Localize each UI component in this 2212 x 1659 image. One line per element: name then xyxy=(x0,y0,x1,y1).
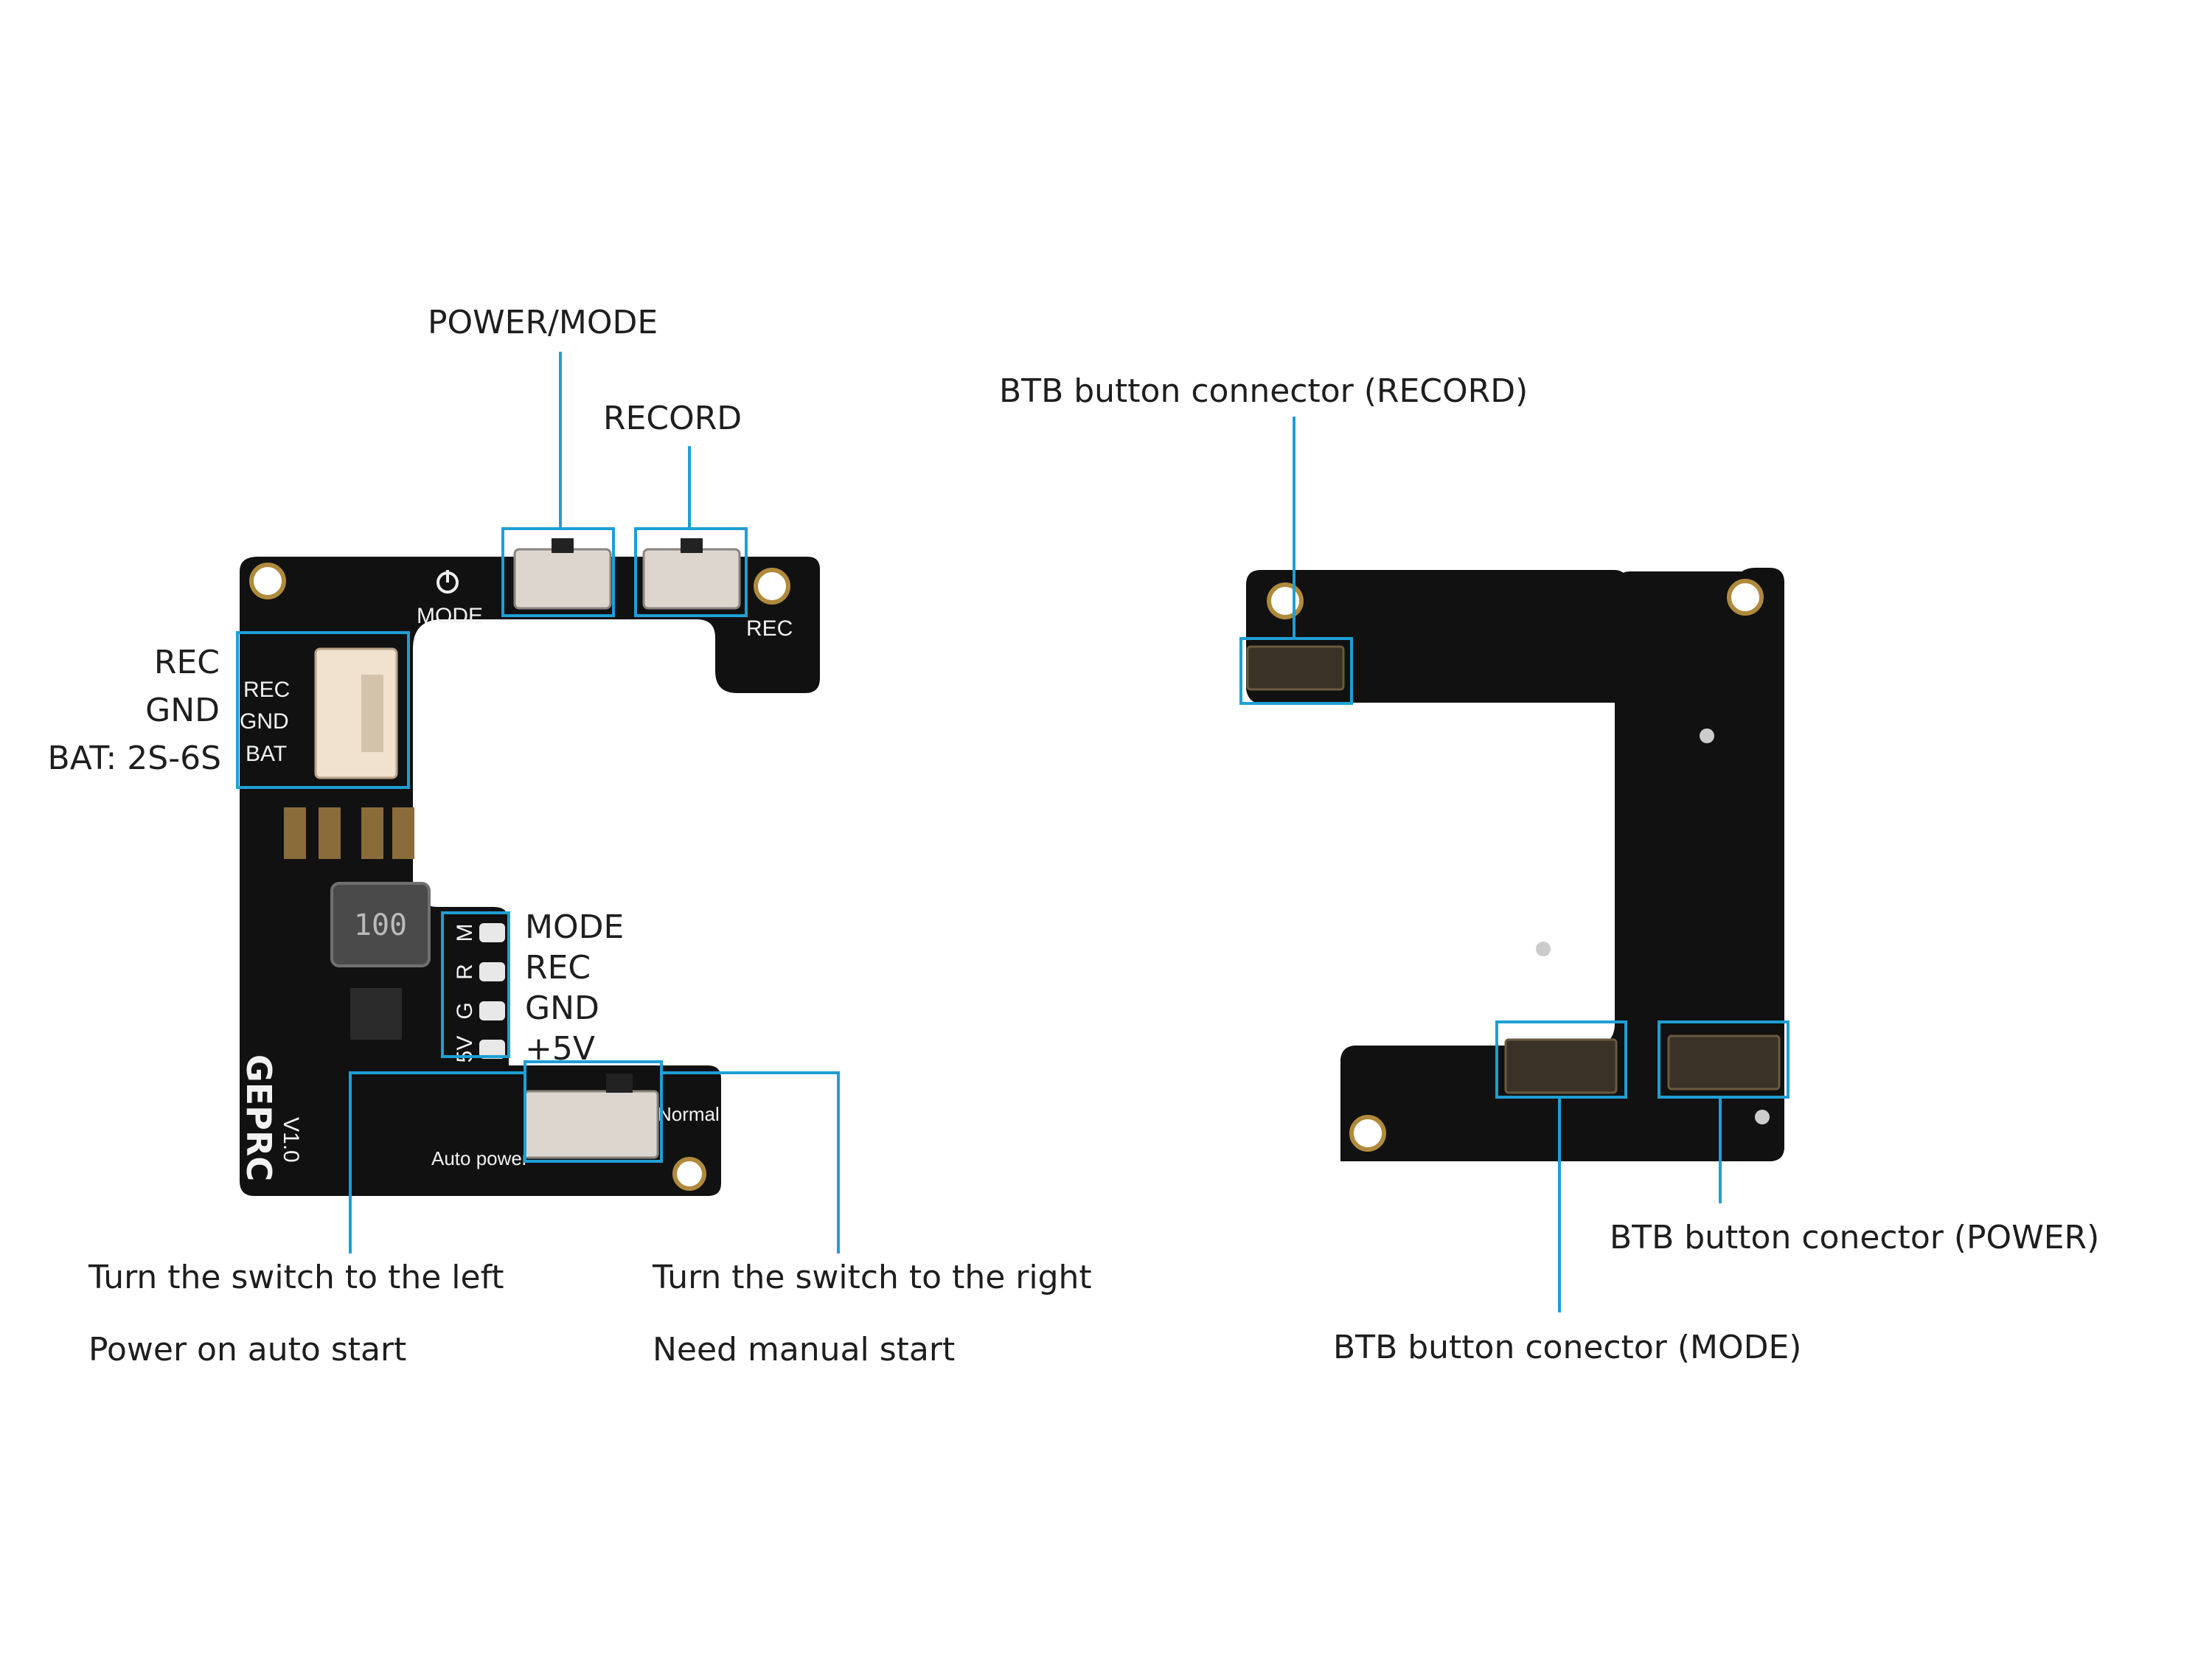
inductor-label: 100 xyxy=(354,908,407,942)
btb-power-connector xyxy=(1667,1034,1781,1091)
via xyxy=(1700,728,1714,743)
silk-pin-g: G xyxy=(453,1002,477,1019)
label-rec-pin: REC xyxy=(525,949,591,987)
ic-chip xyxy=(350,988,402,1040)
label-btb-record: BTB button connector (RECORD) xyxy=(999,372,1528,410)
pad-5v xyxy=(479,1040,505,1059)
power-mode-switch[interactable] xyxy=(524,1090,659,1159)
btb-mode-connector xyxy=(1504,1038,1618,1094)
silk-conn-rec: REC xyxy=(243,678,290,702)
capacitor xyxy=(284,807,306,859)
capacitor xyxy=(361,807,383,859)
silk-version: V1.0 xyxy=(279,1117,303,1163)
callout-lines xyxy=(236,352,1790,1312)
label-bat: BAT: 2S-6S xyxy=(48,740,221,777)
power-connector xyxy=(314,647,398,779)
silk-pin-5v: 5V xyxy=(453,1036,477,1063)
labels: POWER/MODE RECORD REC GND BAT: 2S-6S MOD… xyxy=(48,304,2100,1368)
label-switch-left-1: Turn the switch to the left xyxy=(88,1259,504,1296)
label-mode-pin: MODE xyxy=(525,908,624,946)
via xyxy=(1755,1110,1770,1124)
silk-mode: MODE xyxy=(417,604,483,628)
mount-hole xyxy=(1267,582,1304,619)
btb-record-connector xyxy=(1246,645,1345,691)
brand-logo: GEPRC xyxy=(239,1054,279,1181)
label-record: RECORD xyxy=(603,400,742,437)
silk-rec: REC xyxy=(746,616,793,641)
front-board: MODE REC REC GND BAT 100 M R G 5V GEPRC … xyxy=(239,538,820,1196)
label-btb-power: BTB button conector (POWER) xyxy=(1610,1219,2099,1256)
mount-hole xyxy=(672,1157,706,1191)
back-board xyxy=(1246,568,1784,1161)
power-mode-button[interactable] xyxy=(513,548,612,610)
silk-auto-power: Auto power xyxy=(431,1147,529,1169)
silk-normal: Normal xyxy=(658,1103,720,1125)
label-gnd-pin: GND xyxy=(525,990,599,1027)
inductor xyxy=(330,882,431,967)
silk-pin-m: M xyxy=(453,924,477,942)
mount-hole xyxy=(1727,579,1764,616)
silk-conn-gnd: GND xyxy=(240,709,289,734)
label-switch-right-2: Need manual start xyxy=(653,1331,955,1368)
mount-hole xyxy=(249,563,286,599)
capacitor xyxy=(319,807,341,859)
record-button[interactable] xyxy=(642,548,741,610)
label-btb-mode: BTB button conector (MODE) xyxy=(1333,1329,1801,1366)
pad-m xyxy=(479,923,505,942)
label-switch-right-1: Turn the switch to the right xyxy=(652,1259,1092,1296)
label-rec: REC xyxy=(154,644,220,681)
pad-g xyxy=(479,1001,505,1020)
capacitor xyxy=(392,807,414,859)
silk-pin-r: R xyxy=(453,964,477,980)
label-5v-pin: +5V xyxy=(525,1030,595,1068)
label-power-mode: POWER/MODE xyxy=(428,304,658,341)
label-switch-left-2: Power on auto start xyxy=(88,1331,406,1368)
mount-hole xyxy=(1349,1115,1386,1152)
label-gnd: GND xyxy=(145,692,220,729)
silk-conn-bat: BAT xyxy=(246,742,287,766)
back-pcb-right xyxy=(1615,571,1784,1161)
pad-r xyxy=(479,962,505,981)
mount-hole xyxy=(754,568,790,605)
via xyxy=(1536,942,1551,956)
